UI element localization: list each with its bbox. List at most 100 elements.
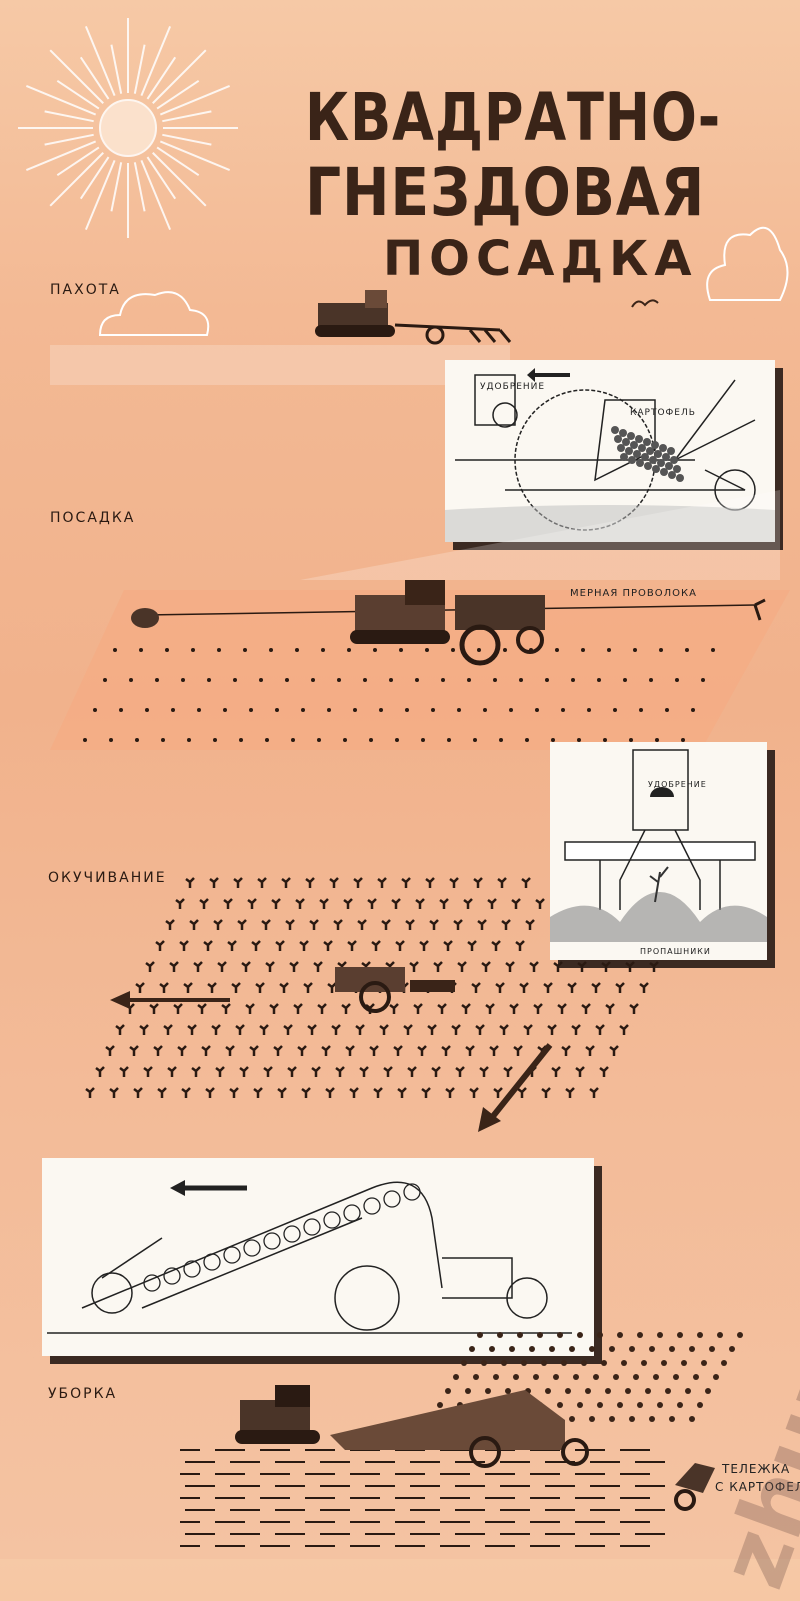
plant-mark — [511, 898, 521, 909]
plant-mark — [557, 1332, 563, 1338]
sun-ray — [146, 56, 177, 100]
potato-mark — [676, 474, 684, 482]
plant-mark — [457, 961, 467, 972]
plant-mark — [597, 1332, 603, 1338]
potato-mark — [643, 438, 651, 446]
plowing-field — [50, 345, 510, 385]
plant-mark — [577, 1332, 583, 1338]
plant-mark — [681, 1360, 687, 1366]
sun-ray — [44, 110, 94, 123]
plant-mark — [581, 1360, 587, 1366]
plant-mark — [567, 982, 577, 993]
plant-mark — [193, 961, 203, 972]
plant-mark — [135, 982, 145, 993]
potato-mark — [662, 453, 670, 461]
plant-mark — [393, 1045, 403, 1056]
plant-mark — [455, 1066, 465, 1077]
plant-mark — [517, 1087, 527, 1098]
sun-ray — [133, 162, 146, 212]
plant-mark — [395, 940, 405, 951]
plant-mark — [389, 1003, 399, 1014]
plant-mark — [309, 919, 319, 930]
plant-mark — [453, 919, 463, 930]
plant-mark — [505, 961, 515, 972]
plant-mark — [693, 1374, 699, 1380]
seed-dot — [629, 738, 633, 742]
plant-mark — [437, 1402, 443, 1408]
plant-mark — [713, 1374, 719, 1380]
plant-mark — [427, 1024, 437, 1035]
roller — [163, 1267, 181, 1285]
potato-mark — [630, 441, 638, 449]
potato-mark — [673, 465, 681, 473]
plant-mark — [303, 982, 313, 993]
plant-mark — [275, 940, 285, 951]
plant-mark — [649, 1346, 655, 1352]
cloud-icon — [706, 226, 789, 301]
sun-ray — [156, 79, 200, 110]
plant-mark — [525, 919, 535, 930]
plant-mark — [705, 1388, 711, 1394]
plant-mark — [381, 919, 391, 930]
plant-mark — [557, 1003, 567, 1014]
plant-mark — [417, 1045, 427, 1056]
plant-mark — [159, 982, 169, 993]
seed-dot — [447, 738, 451, 742]
plant-mark — [491, 940, 501, 951]
seed-dot — [431, 708, 435, 712]
plant-mark — [163, 1024, 173, 1035]
plant-mark — [497, 1332, 503, 1338]
plant-mark — [473, 1374, 479, 1380]
label-fertilizer: УДОБРЕНИЕ — [480, 382, 546, 392]
seed-dot — [171, 708, 175, 712]
potato-mark — [652, 465, 660, 473]
seed-dot — [551, 738, 555, 742]
plant-mark — [319, 898, 329, 909]
plant-mark — [343, 898, 353, 909]
seed-dot — [373, 648, 377, 652]
plant-mark — [165, 919, 175, 930]
seed-dot — [649, 678, 653, 682]
plant-mark — [431, 1066, 441, 1077]
roller — [263, 1232, 281, 1250]
potato-mark — [657, 459, 665, 467]
stage-label-planting: ПОСАДКА — [50, 510, 136, 526]
plant-mark — [445, 1087, 455, 1098]
stage-label-plowing: ПАХОТА — [50, 282, 121, 298]
plant-mark — [373, 1087, 383, 1098]
plant-mark — [595, 1024, 605, 1035]
plant-mark — [251, 940, 261, 951]
seed-dot — [399, 648, 403, 652]
sun-ray — [133, 44, 146, 94]
plant-mark — [577, 1402, 583, 1408]
plant-mark — [641, 1360, 647, 1366]
sun-ray — [140, 159, 172, 231]
roller — [223, 1246, 241, 1264]
seed-dot — [239, 738, 243, 742]
sun-ray — [79, 56, 110, 100]
plant-mark — [347, 940, 357, 951]
plant-mark — [673, 1374, 679, 1380]
potato-mark — [627, 432, 635, 440]
plant-mark — [369, 1045, 379, 1056]
label-cart-line2: С КАРТОФЕЛЕ — [715, 1480, 800, 1494]
plant-mark — [625, 1388, 631, 1394]
plant-mark — [441, 1045, 451, 1056]
cultivator-sketch — [550, 749, 767, 942]
seed-dot — [581, 648, 585, 652]
plant-mark — [633, 1374, 639, 1380]
plant-mark — [295, 898, 305, 909]
plant-mark — [605, 1003, 615, 1014]
plant-mark — [207, 982, 217, 993]
plant-mark — [249, 1045, 259, 1056]
roller — [403, 1183, 421, 1201]
plant-mark — [577, 961, 587, 972]
plant-mark — [475, 1024, 485, 1035]
plant-mark — [649, 961, 659, 972]
plant-mark — [407, 1066, 417, 1077]
sun-icon — [18, 18, 238, 238]
arrow-left-icon — [110, 991, 230, 1009]
plant-mark — [543, 982, 553, 993]
plant-mark — [601, 961, 611, 972]
plant-mark — [697, 1402, 703, 1408]
